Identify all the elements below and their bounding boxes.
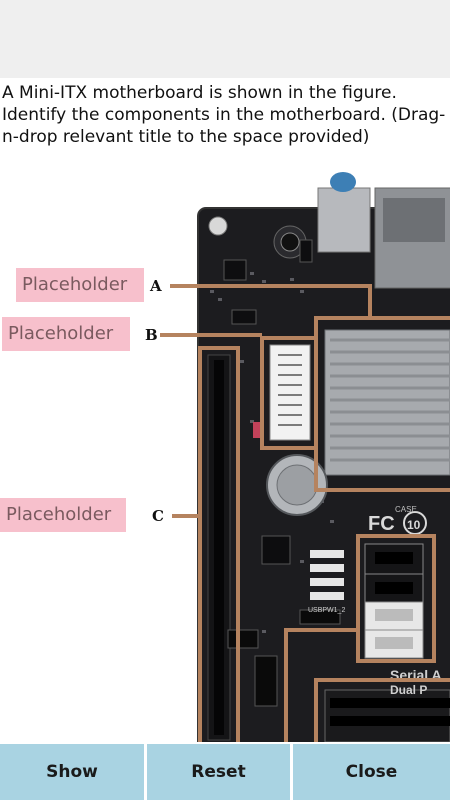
reset-button[interactable]: Reset: [147, 744, 290, 800]
drop-target-b[interactable]: Placeholder: [2, 317, 130, 351]
chipset-heatsink: [324, 329, 450, 476]
callout-letter-c: C: [152, 507, 164, 525]
callout-letter-a: A: [149, 277, 162, 295]
audio-jack: [330, 172, 356, 192]
motherboard-image: FC 10 CASE Serial A Dual P USBPW1_2 A B …: [145, 172, 450, 742]
callout-box-a-heatsink: [314, 316, 450, 492]
callout-box-bottom: [284, 628, 360, 742]
label-10: 10: [407, 518, 421, 532]
motherboard-figure: FC 10 CASE Serial A Dual P USBPW1_2 A B …: [0, 160, 450, 742]
memory-connector: [269, 344, 311, 441]
close-button[interactable]: Close: [293, 744, 450, 800]
sata-ports: [364, 543, 424, 659]
label-case: CASE: [395, 505, 417, 514]
usb-port: [317, 187, 371, 253]
fc-logo: FC: [368, 513, 395, 535]
callout-letter-b: B: [145, 326, 158, 344]
drop-target-a[interactable]: Placeholder: [16, 268, 144, 302]
button-bar: Show Reset Close: [0, 742, 450, 800]
question-text: A Mini-ITX motherboard is shown in the f…: [2, 83, 446, 147]
mounting-hole: [208, 216, 228, 236]
drop-target-c[interactable]: Placeholder: [0, 498, 126, 532]
label-dual: Dual P: [390, 683, 427, 697]
top-bar: [0, 0, 450, 78]
callout-box-sata: [356, 534, 436, 663]
callout-box-c-pcie: [198, 346, 240, 742]
label-usb: USBPW1_2: [308, 607, 345, 614]
show-button[interactable]: Show: [0, 744, 144, 800]
